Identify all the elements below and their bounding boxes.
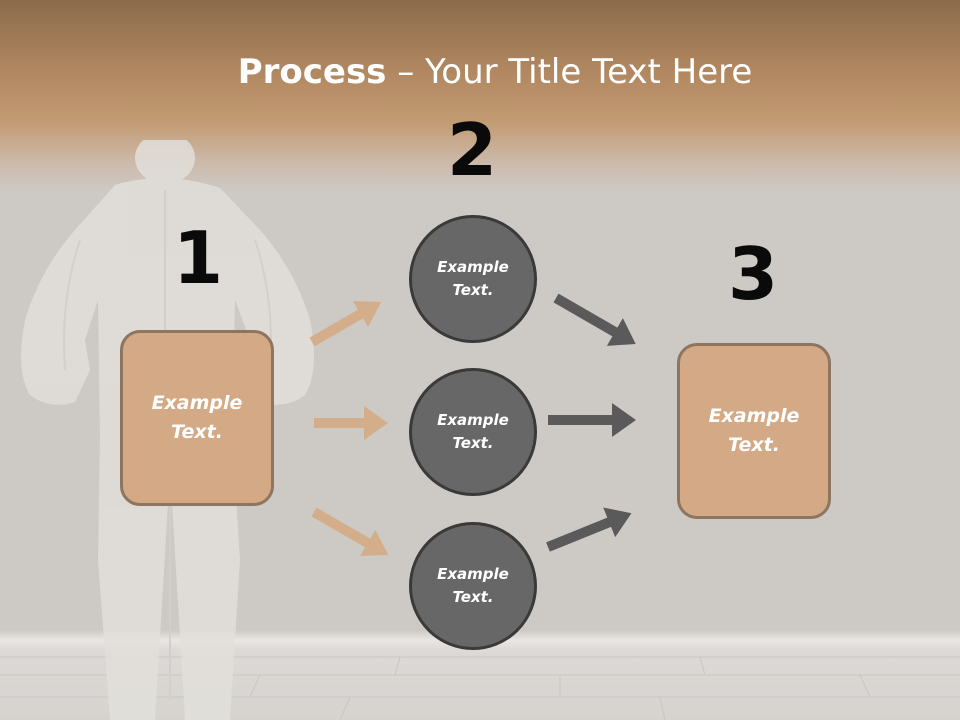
circle-3-text: Example Text. bbox=[437, 565, 509, 606]
arrow-from-circle-2 bbox=[548, 403, 636, 437]
process-circle-2: Example Text. bbox=[409, 368, 537, 496]
arrow-to-circle-2 bbox=[314, 406, 388, 440]
right-process-box: Example Text. bbox=[677, 343, 831, 519]
left-box-text: Example Text. bbox=[151, 392, 243, 443]
man-silhouette-image bbox=[21, 140, 314, 720]
slide-title: Process – Your Title Text Here bbox=[0, 52, 960, 92]
right-box-text: Example Text. bbox=[708, 405, 800, 456]
circle-1-text: Example Text. bbox=[437, 258, 509, 299]
arrow-to-circle-1 bbox=[309, 301, 382, 347]
circle-2-text: Example Text. bbox=[437, 411, 509, 452]
step-number-1: 1 bbox=[172, 216, 224, 300]
arrow-to-circle-3 bbox=[311, 507, 389, 556]
title-bold: Process bbox=[237, 52, 387, 92]
arrow-from-circle-3 bbox=[546, 507, 632, 552]
left-process-box: Example Text. bbox=[120, 330, 274, 506]
title-rest: – Your Title Text Here bbox=[386, 52, 753, 92]
floor-background bbox=[0, 656, 960, 720]
process-circle-1: Example Text. bbox=[409, 215, 537, 343]
step-number-2: 2 bbox=[446, 108, 498, 192]
step-number-3: 3 bbox=[727, 232, 779, 316]
process-circle-3: Example Text. bbox=[409, 522, 537, 650]
arrow-from-circle-1 bbox=[553, 293, 636, 346]
